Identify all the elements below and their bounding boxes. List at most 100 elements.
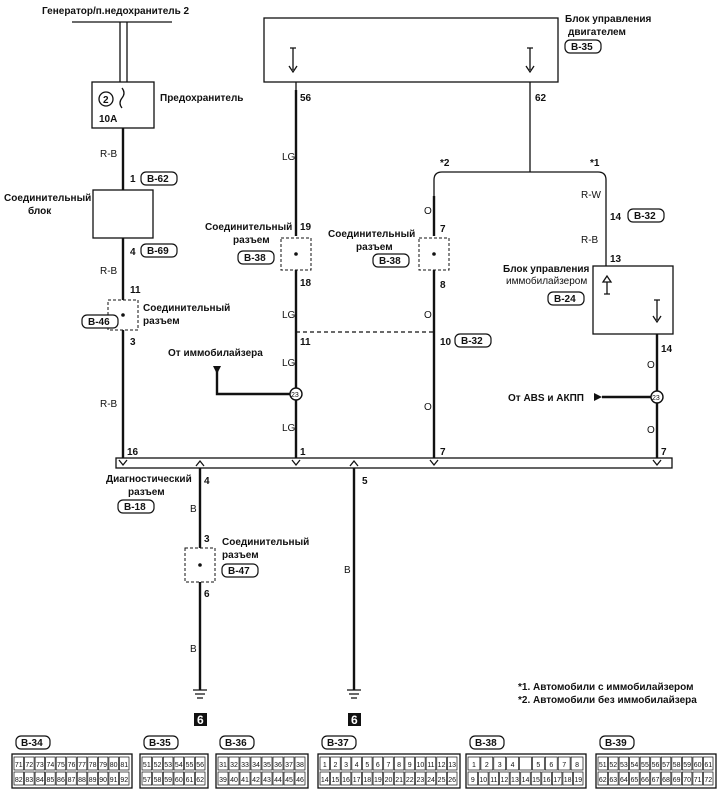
pin-number: 86 — [57, 777, 65, 784]
pin-number: 67 — [652, 777, 660, 784]
connector-code: B-32 — [461, 336, 483, 347]
immobilizer-ecu-label-1: Блок управления — [503, 264, 590, 275]
pin-cell — [55, 771, 67, 786]
pin-cell — [152, 771, 163, 786]
pin-cell — [467, 756, 481, 771]
pin-number: 20 — [385, 777, 393, 784]
pin-cell — [393, 771, 405, 786]
junction-block — [92, 189, 154, 239]
wire-color-lg1: LG — [282, 152, 296, 163]
pin-number: 57 — [143, 777, 151, 784]
connector-label-1: Соединительный — [328, 229, 415, 240]
pin-number: 7 — [387, 762, 391, 769]
pin-number: 71 — [694, 777, 702, 784]
from-immobilizer-label: От иммобилайзера — [168, 347, 263, 359]
pin-number: 72 — [25, 762, 33, 769]
fuse-rating: 10A — [99, 114, 117, 125]
pin-number: 72 — [704, 777, 712, 784]
pin-cell — [45, 756, 56, 771]
pin-number: 65 — [631, 777, 639, 784]
pin-cell — [173, 756, 185, 771]
pin-number: 8 — [575, 762, 579, 769]
pin-number: 54 — [631, 762, 639, 769]
connector-dot — [121, 313, 125, 317]
pin-cell — [283, 756, 295, 771]
pin-cell — [530, 771, 542, 786]
connector-code: B-38 — [244, 253, 266, 264]
pin-cell — [692, 771, 703, 786]
pin-cell — [425, 756, 437, 771]
from-abs-label: От ABS и АКПП — [508, 393, 584, 404]
pin-label: 6 — [204, 589, 210, 600]
pin-cell — [447, 756, 458, 771]
pin-number: 73 — [36, 762, 44, 769]
pin-cell — [544, 756, 558, 771]
connector-code: B-69 — [147, 246, 169, 257]
pin-cell — [319, 756, 330, 771]
ecu-label-1: Блок управления — [565, 14, 652, 25]
pin-cell — [682, 771, 693, 786]
pin-cell — [34, 771, 45, 786]
pin-number: 87 — [68, 777, 76, 784]
pin-number: 83 — [25, 777, 33, 784]
pin-cell — [520, 771, 531, 786]
pin-number: 2 — [333, 762, 337, 769]
pin-cell — [272, 771, 284, 786]
pin-cell — [499, 771, 510, 786]
pin-cell — [24, 756, 35, 771]
pin-label: 7 — [440, 447, 446, 458]
pin-number: 70 — [683, 777, 691, 784]
pin-number: 78 — [89, 762, 97, 769]
pin-cell — [436, 756, 447, 771]
pin-cell — [217, 771, 229, 786]
pin-cell — [162, 756, 174, 771]
pin-number: 59 — [683, 762, 691, 769]
pin-cell — [629, 771, 640, 786]
pin-number: 19 — [374, 777, 382, 784]
connector-label-1: Соединительный — [143, 303, 230, 314]
pin-cell — [570, 756, 584, 771]
connector-view-code: B-37 — [327, 738, 349, 749]
wire-branch — [433, 171, 607, 196]
connector-code-badge — [237, 250, 275, 265]
pin-number: 45 — [285, 777, 293, 784]
pin-number: 55 — [186, 762, 194, 769]
pin-number: 16 — [543, 777, 551, 784]
pin-cell — [294, 771, 306, 786]
pin-number: 41 — [241, 777, 249, 784]
pin-cell — [362, 756, 373, 771]
pin-cell — [184, 771, 195, 786]
fuse-number: 2 — [103, 95, 109, 106]
pin-number: 34 — [252, 762, 260, 769]
pin-cell — [639, 771, 651, 786]
pin-label: 3 — [204, 534, 210, 545]
pin-cell — [404, 756, 415, 771]
pin-number: 66 — [641, 777, 649, 784]
connector-code-badge — [454, 333, 492, 348]
pin-number: 21 — [395, 777, 403, 784]
pin-cell — [194, 771, 206, 786]
pin-cell — [162, 771, 174, 786]
pin-number: 38 — [296, 762, 304, 769]
pin-cell — [119, 771, 130, 786]
pin-cell — [108, 756, 119, 771]
pin-number: 92 — [120, 777, 128, 784]
pin-number: 11 — [490, 777, 497, 784]
connector-label-1: Соединительный — [222, 537, 309, 548]
pin-cell — [692, 756, 703, 771]
pin-cell — [330, 771, 341, 786]
pin-number: 51 — [599, 762, 607, 769]
connector-label-1: Соединительный — [205, 222, 292, 233]
wire-color-b2: B — [190, 644, 197, 655]
pin-number: 79 — [99, 762, 107, 769]
pin-label: 7 — [440, 224, 446, 235]
pin-cell — [532, 756, 545, 771]
connector-code-badge — [221, 563, 259, 578]
splice-node — [650, 390, 664, 404]
pin-number: 60 — [694, 762, 702, 769]
pin-cell — [562, 771, 573, 786]
pin-cell — [319, 771, 330, 786]
pin-number: 68 — [662, 777, 670, 784]
pin-cell — [228, 771, 240, 786]
